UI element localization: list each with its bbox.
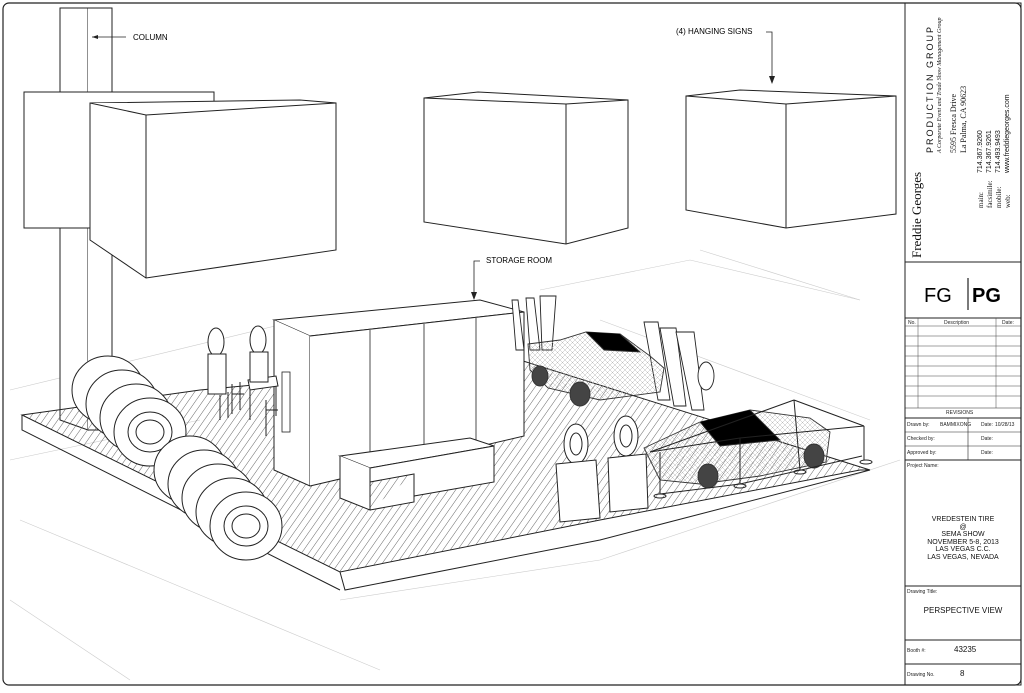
project-line-4: NOVEMBER 5-8, 2013 — [927, 538, 999, 546]
tire-stack-left-top — [71, 355, 187, 467]
hanging-sign-2 — [89, 99, 337, 279]
company-logo: FG PG — [924, 278, 1001, 310]
project-line-5: LAS VEGAS C.C. — [935, 546, 991, 553]
contact-fax-value: 714.367.9261 — [986, 130, 993, 173]
contact-mobile-label: mobile: — [995, 186, 1003, 208]
booth-value: 43235 — [954, 645, 977, 654]
drawing-no-label: Drawing No. — [907, 672, 935, 678]
stanchion-barrier — [649, 399, 873, 499]
company-tagline: A Corporate Event and Trade Show Managem… — [937, 17, 943, 154]
hanging-sign-3 — [423, 91, 629, 245]
project-line-1: VREDESTEIN TIRE — [931, 516, 995, 523]
drawing-no-value: 8 — [960, 669, 965, 678]
approved-by-label: Approved by: — [907, 450, 937, 456]
tire-display-left — [207, 325, 269, 395]
company-name: Freddie Georges — [909, 171, 924, 258]
drawing-title-value: PERSPECTIVE VIEW — [923, 606, 1003, 615]
reception-counter — [338, 437, 495, 511]
drawn-date-label: Date: — [981, 422, 993, 428]
contact-web-value: www.freddiegeorges.com — [1004, 94, 1011, 173]
contact-fax-label: facsimile: — [986, 180, 994, 208]
revisions-table — [905, 318, 1021, 408]
tire-display-front — [555, 415, 649, 523]
booth-label: Booth #: — [907, 648, 926, 654]
project-line-3: SEMA SHOW — [941, 531, 985, 538]
car-coupe — [643, 409, 831, 489]
callout-column: COLUMN — [92, 33, 168, 42]
column-label: COLUMN — [133, 33, 168, 42]
approved-date-label: Date: — [981, 450, 993, 456]
hanging-signs-label: (4) HANGING SIGNS — [676, 27, 752, 36]
drawing-title-label: Drawing Title: — [907, 589, 938, 595]
tire-stack-left-bottom — [153, 435, 283, 561]
drawn-by-value: BAMMIXONG — [940, 422, 972, 428]
logo-fg: FG — [924, 285, 952, 307]
revisions-col-description: Description — [944, 320, 970, 326]
contact-web-label: web: — [1004, 194, 1012, 208]
storage-room-label: STORAGE ROOM — [486, 256, 552, 265]
drawn-by-label: Drawn by: — [907, 422, 930, 428]
checked-date-label: Date: — [981, 436, 993, 442]
company-group: PRODUCTION GROUP — [925, 24, 935, 153]
revisions-col-no: No. — [908, 320, 916, 326]
company-info: Freddie Georges PRODUCTION GROUP A Corpo… — [905, 3, 1021, 262]
title-block — [904, 2, 1022, 686]
callout-hanging-signs: (4) HANGING SIGNS — [676, 27, 775, 84]
address-line-2: La Palma, CA 90623 — [959, 85, 968, 153]
checked-by-label: Checked by: — [907, 436, 935, 442]
car-sedan — [527, 331, 665, 407]
revisions-label: REVISIONS — [946, 410, 974, 416]
hanging-sign-4 — [685, 89, 897, 229]
contact-main-label: main: — [977, 192, 985, 208]
callout-storage-room: STORAGE ROOM — [471, 256, 552, 300]
contact-main-value: 714.367.9260 — [977, 130, 984, 173]
logo-pg: PG — [972, 285, 1001, 307]
drawn-date-value: 10/28/13 — [995, 422, 1015, 428]
project-name: VREDESTEIN TIRE @ SEMA SHOW NOVEMBER 5-8… — [905, 516, 1021, 561]
project-name-label: Project Name: — [907, 463, 939, 469]
project-line-6: LAS VEGAS, NEVADA — [927, 553, 999, 561]
address-line-1: 5595 Fresca Drive — [949, 93, 958, 153]
project-line-2: @ — [959, 523, 967, 531]
revisions-col-date: Date: — [1002, 320, 1014, 326]
contact-mobile-value: 714.493.9493 — [995, 130, 1002, 173]
